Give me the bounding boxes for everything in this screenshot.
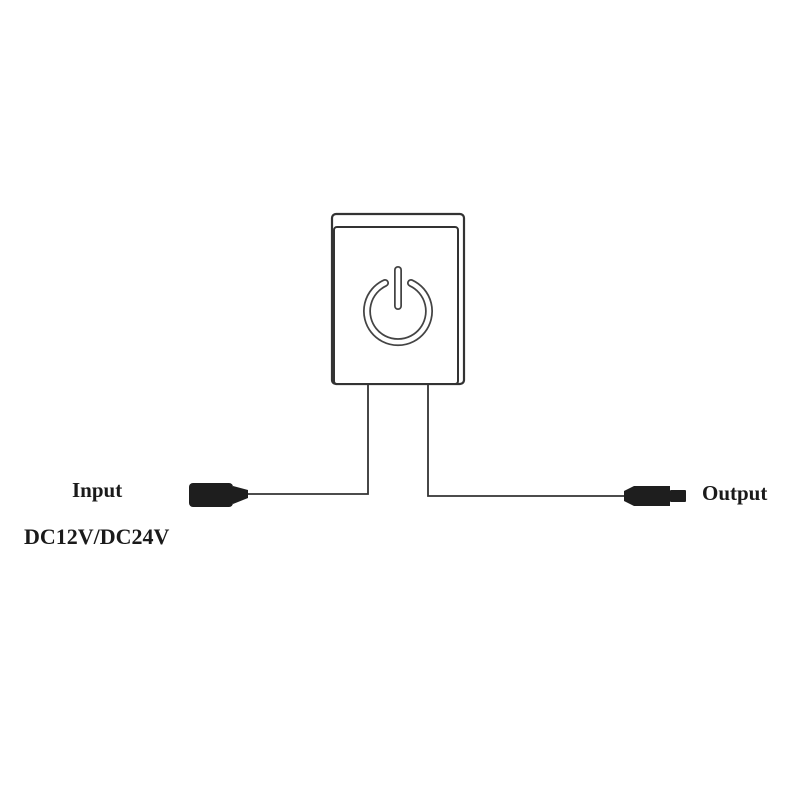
output-wire: [427, 384, 624, 497]
power-icon: [363, 266, 433, 347]
output-connector-icon: [624, 486, 686, 506]
input-connector-icon: [189, 483, 248, 507]
input-voltage-label: DC12V/DC24V: [24, 524, 170, 549]
output-label: Output: [702, 481, 768, 505]
input-label: Input: [72, 478, 123, 502]
input-wire: [245, 384, 369, 495]
